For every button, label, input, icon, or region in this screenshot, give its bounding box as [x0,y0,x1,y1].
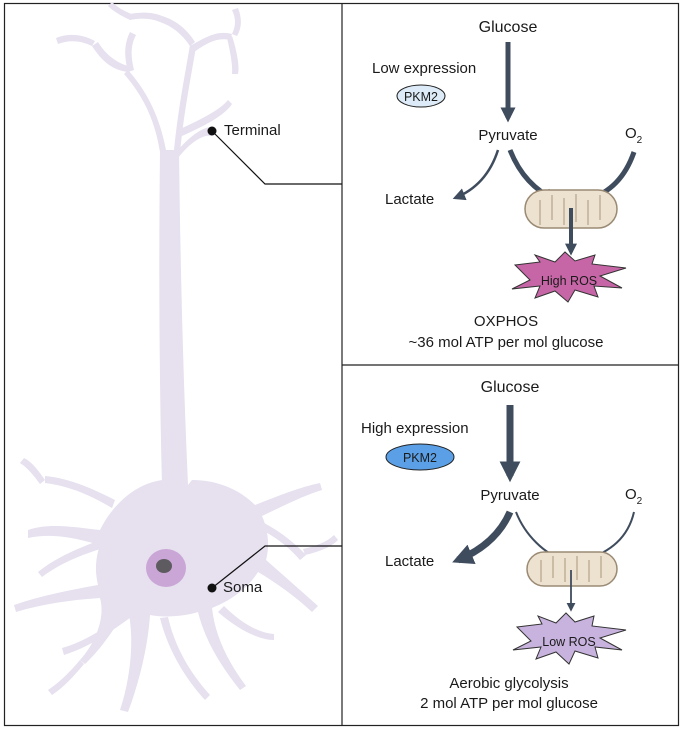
bottom-pkm2-badge [385,443,455,471]
bottom-yield-label: 2 mol ATP per mol glucose [420,695,598,712]
top-pyruvate-label: Pyruvate [478,127,537,144]
bottom-ros-label: Low ROS [542,635,596,649]
top-pkm2-badge [396,84,446,108]
terminal-leader-line [211,130,342,185]
top-oxygen-label: O2 [625,125,643,146]
top-yield-label: ~36 mol ATP per mol glucose [409,334,604,351]
terminal-label: Terminal [224,122,281,139]
top-glucose-label: Glucose [479,19,538,36]
bottom-panel: Glucose High expression PKM2 Pyruvate O2… [361,379,643,712]
neuron [14,2,338,712]
bottom-glucose-label: Glucose [481,379,540,396]
top-ros-label: High ROS [541,274,597,288]
bottom-ros-burst [512,612,627,665]
top-pyruvate-to-lactate-arrow [452,149,500,201]
bottom-lactate-label: Lactate [385,553,434,570]
top-pathway-label: OXPHOS [474,313,538,330]
bottom-pyruvate-label: Pyruvate [480,487,539,504]
nucleolus [156,559,172,573]
top-expression-label: Low expression [372,60,476,77]
bottom-pyruvate-to-lactate-arrow [452,510,514,565]
soma-leader-line [211,545,342,589]
top-ros-burst [511,251,627,303]
bottom-pkm2-label: PKM2 [403,451,437,465]
soma-label: Soma [223,579,263,596]
bottom-mitochondrion [526,551,618,587]
top-lactate-label: Lactate [385,191,434,208]
bottom-pathway-label: Aerobic glycolysis [449,675,568,692]
bottom-expression-label: High expression [361,420,469,437]
top-pkm2-label: PKM2 [404,90,438,104]
bottom-oxygen-label: O2 [625,486,643,507]
top-panel: Glucose Low expression PKM2 Pyruvate O2 … [372,19,643,351]
